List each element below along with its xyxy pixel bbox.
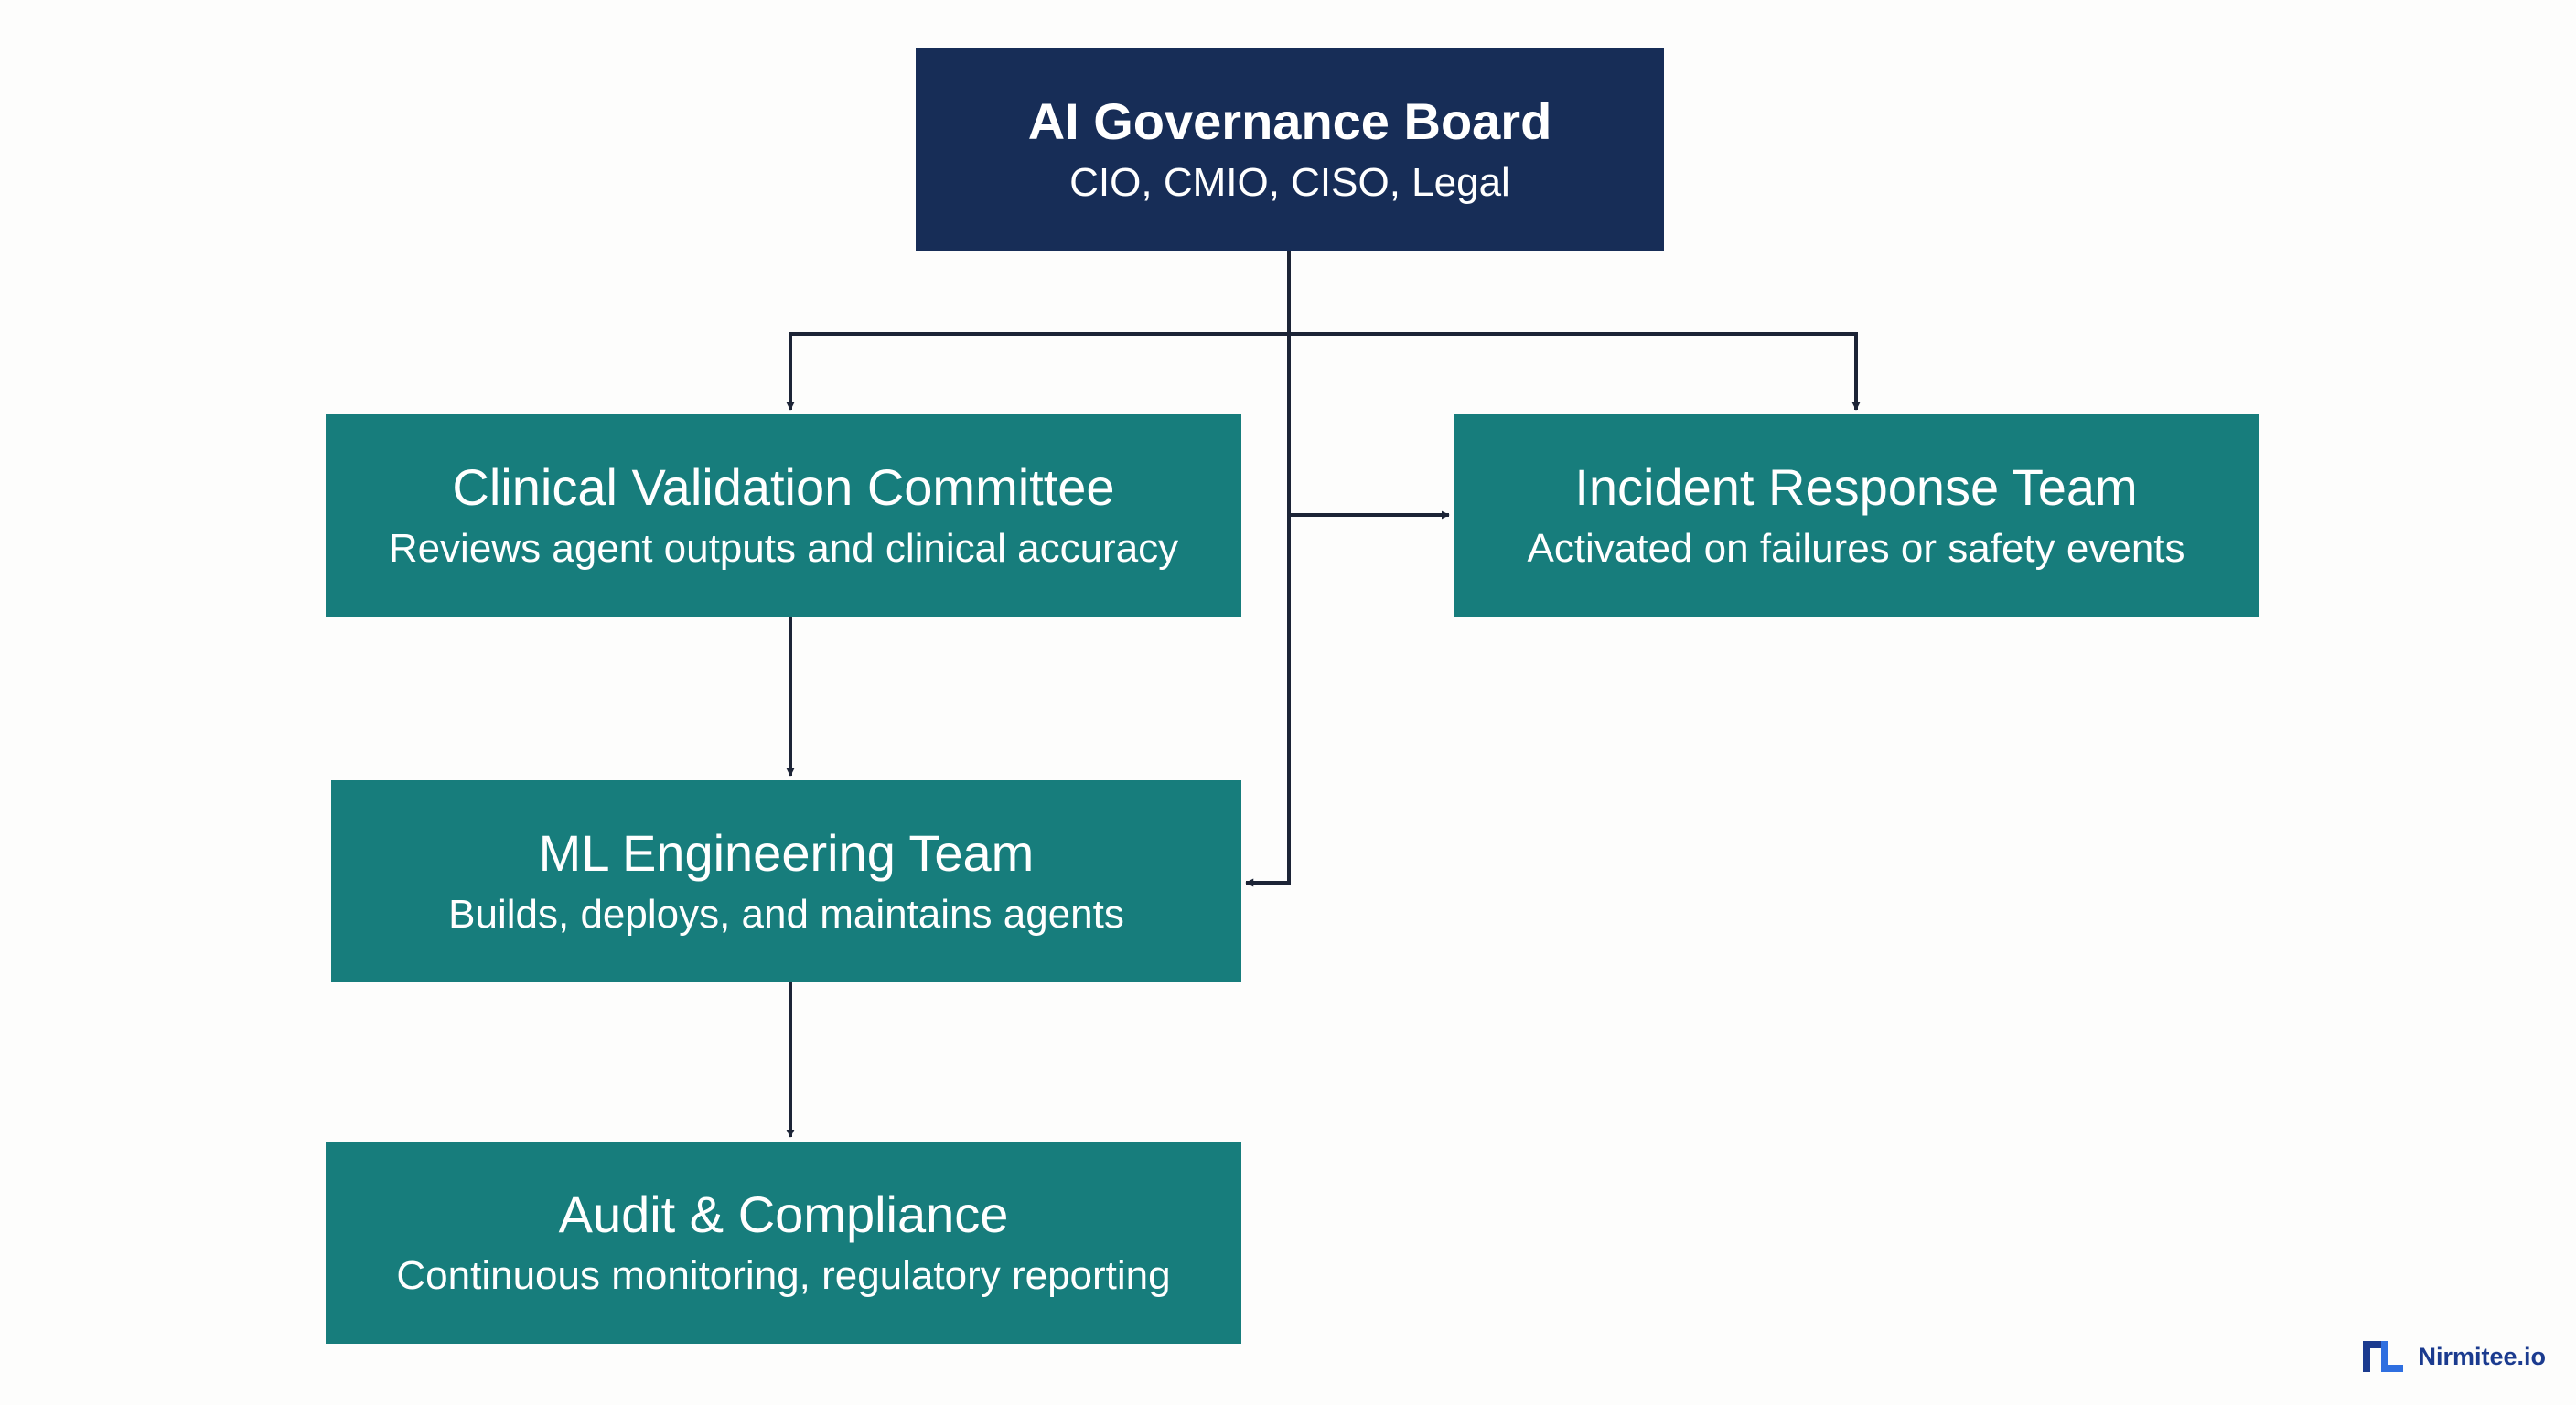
node-title: Incident Response Team [1574, 458, 2138, 517]
node-subtitle: CIO, CMIO, CISO, Legal [1069, 159, 1510, 205]
node-subtitle: Activated on failures or safety events [1527, 525, 2185, 571]
node-title: AI Governance Board [1027, 92, 1552, 151]
node-title: Clinical Validation Committee [452, 458, 1115, 517]
edge-board-to-incident-top [1289, 332, 1861, 411]
node-ml-engineering-team: ML Engineering Team Builds, deploys, and… [331, 780, 1241, 982]
node-subtitle: Builds, deploys, and maintains agents [448, 891, 1124, 937]
brand-name: Nirmitee.io [2418, 1342, 2546, 1370]
node-clinical-validation-committee: Clinical Validation Committee Reviews ag… [326, 414, 1241, 617]
node-title: ML Engineering Team [538, 824, 1035, 883]
node-incident-response-team: Incident Response Team Activated on fail… [1454, 414, 2259, 617]
node-audit-compliance: Audit & Compliance Continuous monitoring… [326, 1142, 1241, 1344]
edge-board-to-ml [1245, 251, 1291, 887]
node-title: Audit & Compliance [558, 1185, 1009, 1244]
node-ai-governance-board: AI Governance Board CIO, CMIO, CISO, Leg… [916, 48, 1664, 251]
brand-logo: Nirmitee.io [2361, 1339, 2546, 1374]
edge-board-to-clinical [786, 251, 1291, 411]
node-subtitle: Continuous monitoring, regulatory report… [396, 1252, 1171, 1298]
node-subtitle: Reviews agent outputs and clinical accur… [388, 525, 1179, 571]
nirmitee-logo-icon [2363, 1341, 2404, 1372]
